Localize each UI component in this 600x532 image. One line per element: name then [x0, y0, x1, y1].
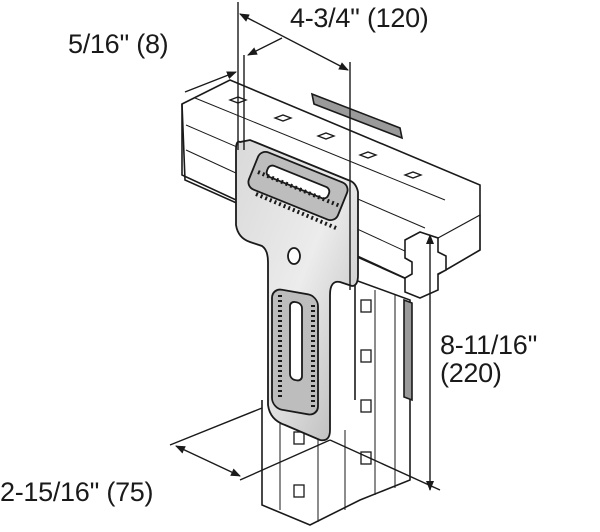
dimension-width-label: 4-3/4'' (120): [290, 3, 429, 33]
dimension-height-label: 8-11/16'' (220): [440, 331, 537, 388]
t-connector-plate: [235, 139, 359, 442]
dimension-height-imperial: 8-11/16'': [440, 330, 538, 360]
vertical-channel: [261, 278, 413, 526]
channel-slots-top: [228, 96, 423, 179]
dimension-lines: [169, 2, 441, 491]
dimension-leg-width-label: 2-15/16'' (75): [0, 477, 154, 507]
dimension-thickness-label: 5/16'' (8): [68, 29, 169, 59]
dimension-height-metric: (220): [440, 358, 502, 389]
